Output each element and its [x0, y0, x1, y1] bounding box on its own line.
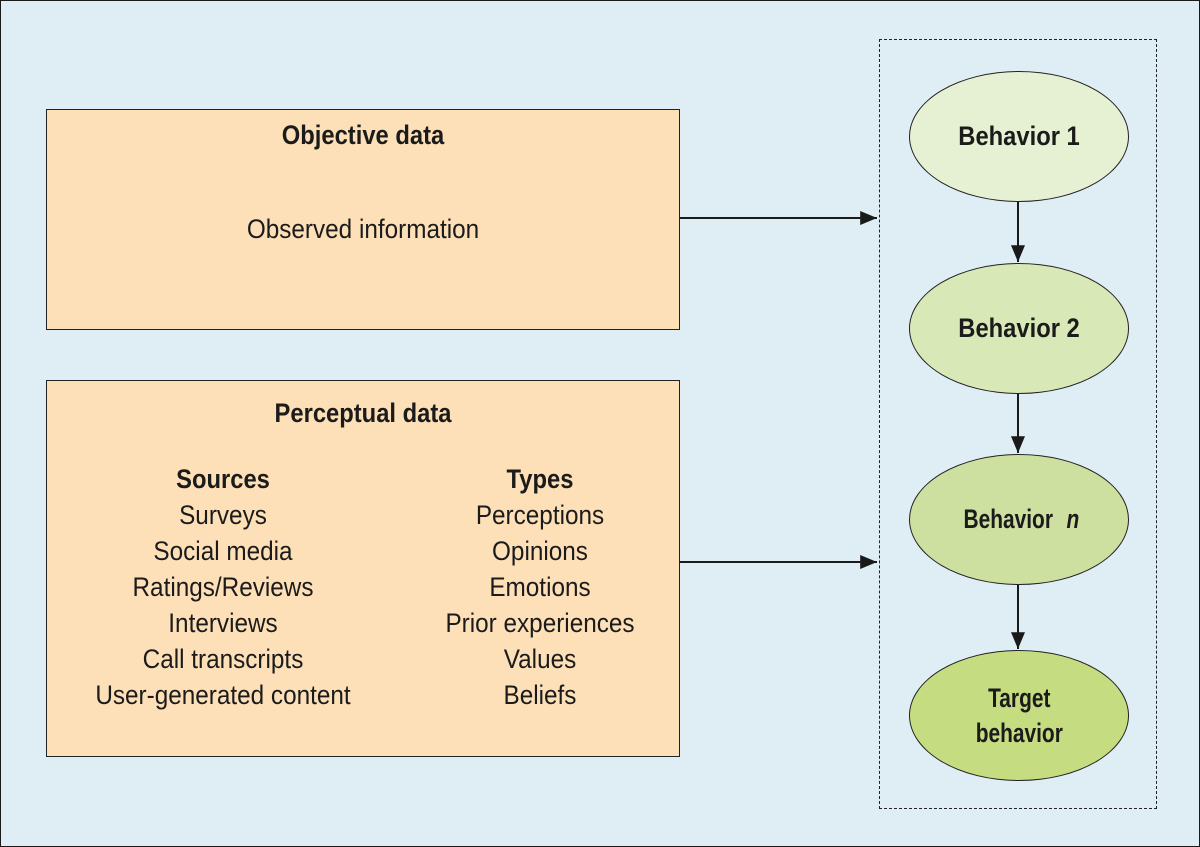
type-item: Values	[503, 644, 577, 674]
types-column: Types Perceptions Opinions Emotions Prio…	[370, 461, 710, 713]
type-item: Beliefs	[503, 680, 577, 710]
behavior-sequence-frame	[879, 39, 1157, 809]
perceptual-data-title: Perceptual data	[274, 398, 452, 428]
target-behavior-line-2: behavior	[975, 717, 1063, 748]
type-item: Perceptions	[475, 500, 605, 530]
sources-column: Sources Surveys Social media Ratings/Rev…	[53, 461, 393, 713]
behavior-2-node: Behavior 2	[909, 263, 1129, 394]
types-list: Perceptions Opinions Emotions Prior expe…	[387, 497, 693, 713]
type-item: Prior experiences	[445, 608, 635, 638]
behavior-n-variable: n	[1066, 504, 1080, 534]
source-item: Surveys	[179, 500, 267, 530]
source-item: Interviews	[168, 608, 278, 638]
type-item: Emotions	[489, 572, 591, 602]
target-behavior-label: Target behavior	[969, 681, 1068, 751]
type-item: Opinions	[492, 536, 588, 566]
types-header: Types	[506, 464, 574, 494]
behavior-1-label: Behavior 1	[958, 121, 1080, 151]
sources-header: Sources	[176, 464, 270, 494]
observed-information-text: Observed information	[246, 214, 480, 244]
target-behavior-node: Target behavior	[909, 650, 1129, 781]
source-item: Ratings/Reviews	[132, 572, 314, 602]
behavior-2-label: Behavior 2	[958, 313, 1080, 343]
target-behavior-line-1: Target	[987, 682, 1051, 713]
source-item: Social media	[153, 536, 293, 566]
behavior-n-node: Behavior n	[909, 454, 1129, 585]
source-item: User-generated content	[95, 680, 351, 710]
behavior-n-prefix: Behavior	[963, 504, 1054, 534]
behavior-1-node: Behavior 1	[909, 71, 1129, 202]
objective-data-box: Objective data Observed information	[46, 109, 680, 330]
source-item: Call transcripts	[142, 644, 304, 674]
objective-data-title: Objective data	[281, 120, 445, 150]
perceptual-data-box: Perceptual data Sources Surveys Social m…	[46, 380, 680, 757]
behavior-n-label: Behavior n	[958, 502, 1081, 537]
sources-list: Surveys Social media Ratings/Reviews Int…	[70, 497, 376, 713]
